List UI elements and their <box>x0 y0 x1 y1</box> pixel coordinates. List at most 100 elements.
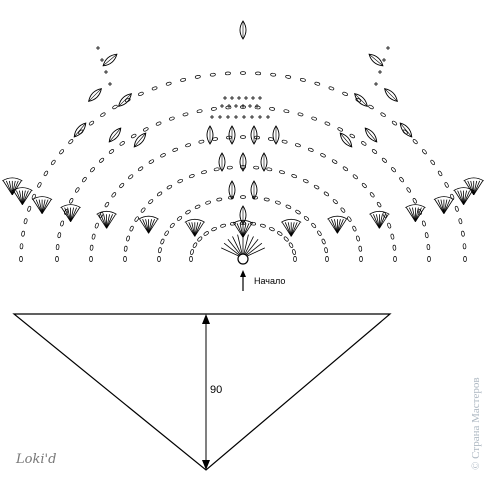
chain-stitch <box>358 245 363 252</box>
leaf-outline <box>368 53 384 67</box>
leaf-motif <box>260 152 268 172</box>
chain-stitch <box>131 133 137 139</box>
chain-stitch <box>369 192 375 198</box>
fan-edge <box>184 218 206 223</box>
chain-stitch <box>51 159 56 166</box>
chain-stitch <box>307 147 314 152</box>
fan-stitch <box>106 214 116 229</box>
fan-stitch <box>38 199 43 214</box>
fan-stitch <box>415 207 425 222</box>
sc-mark <box>218 115 222 119</box>
chain-stitch <box>288 242 294 248</box>
chain-stitch <box>19 243 24 250</box>
fan-stitch <box>145 219 149 234</box>
chain-stitch <box>157 191 163 197</box>
fan-stitch <box>467 180 475 196</box>
chain-stitch <box>328 86 335 91</box>
fan-stitch <box>70 207 74 222</box>
chain-stitch <box>168 116 175 121</box>
chain-stitch <box>166 184 173 190</box>
chain-stitch <box>112 104 118 110</box>
fan-edge <box>60 204 81 208</box>
shawl-triangle <box>12 313 392 471</box>
leaf-motif <box>339 132 353 148</box>
chain-stitch <box>123 245 128 252</box>
leaf-outline <box>88 88 102 102</box>
sc-mark <box>374 82 378 86</box>
chain-stitch <box>185 209 191 215</box>
chain-stitch <box>320 153 326 158</box>
fan-stitch <box>13 190 23 205</box>
chain-stitch <box>123 256 127 262</box>
chain-stitch <box>148 199 154 205</box>
leaf-outline <box>250 125 258 145</box>
scallop-fan <box>433 196 455 214</box>
leaf-outline <box>354 93 368 107</box>
chain-stitch <box>197 236 203 242</box>
leaf-vein <box>355 94 367 106</box>
chain-stitch <box>148 159 155 164</box>
chain-stitch <box>324 247 328 254</box>
chain-stitch <box>458 218 463 225</box>
leaf-motif <box>239 205 247 225</box>
chain-stitch <box>160 153 166 158</box>
fan-stitch <box>100 214 107 229</box>
chain-stitch <box>444 182 449 188</box>
fan-stitch <box>437 199 445 214</box>
chain-stitch <box>189 256 193 262</box>
chain-stitch <box>180 78 187 82</box>
chain-stitch <box>426 244 431 251</box>
leaf-vein <box>103 54 117 66</box>
chain-stitch <box>164 230 169 236</box>
sc-mark <box>100 58 104 62</box>
chain-stitch <box>269 107 276 111</box>
leaf-motif <box>228 125 236 145</box>
chain-stitch <box>119 141 125 146</box>
fan-stitch <box>194 222 205 237</box>
fan-stitch <box>337 218 347 234</box>
chain-stitch <box>100 112 106 117</box>
chain-stitch <box>430 159 435 166</box>
chain-stitch <box>266 167 273 172</box>
fan-edge <box>2 177 23 182</box>
chain-stitch <box>269 227 275 232</box>
sc-mark <box>242 115 246 119</box>
chain-stitch <box>340 207 346 213</box>
fan-stitch <box>188 222 196 237</box>
chain-stitch <box>64 209 69 215</box>
sc-mark <box>223 96 227 100</box>
fan-edge <box>96 210 117 215</box>
chain-stitch <box>332 199 338 205</box>
chain-stitch <box>314 81 321 86</box>
fan-stitch <box>376 214 380 229</box>
chain-stitch <box>285 204 292 209</box>
fan-stitch <box>32 199 43 214</box>
chain-stitch <box>281 139 288 144</box>
chain-stitch <box>255 71 262 76</box>
chain-stitch <box>213 167 220 172</box>
fan-stitch <box>11 180 22 196</box>
chain-stitch <box>380 112 386 117</box>
chain-stitch <box>331 159 338 164</box>
chain-stitch <box>349 133 355 139</box>
chain-stitch <box>291 174 298 179</box>
leaf-outline <box>384 88 398 102</box>
leaf-motif <box>250 125 258 145</box>
chain-stitch <box>138 91 144 96</box>
leaf-motif <box>250 180 258 200</box>
fan-stitch <box>22 190 32 205</box>
chain-stitch <box>99 157 105 163</box>
chain-stitch <box>209 72 216 77</box>
leaf-outline <box>339 132 353 148</box>
fan-stitch <box>443 199 454 214</box>
fan-stitch <box>19 190 23 205</box>
sc-mark <box>104 70 108 74</box>
fan-stitch <box>470 180 475 195</box>
sc-mark <box>227 104 231 108</box>
fan-stitch <box>373 214 380 229</box>
fan-stitch <box>460 190 464 205</box>
fan-stitch <box>242 223 253 238</box>
leaf-outline <box>228 180 236 200</box>
fan-stitch <box>191 222 196 237</box>
sc-mark <box>234 115 238 119</box>
